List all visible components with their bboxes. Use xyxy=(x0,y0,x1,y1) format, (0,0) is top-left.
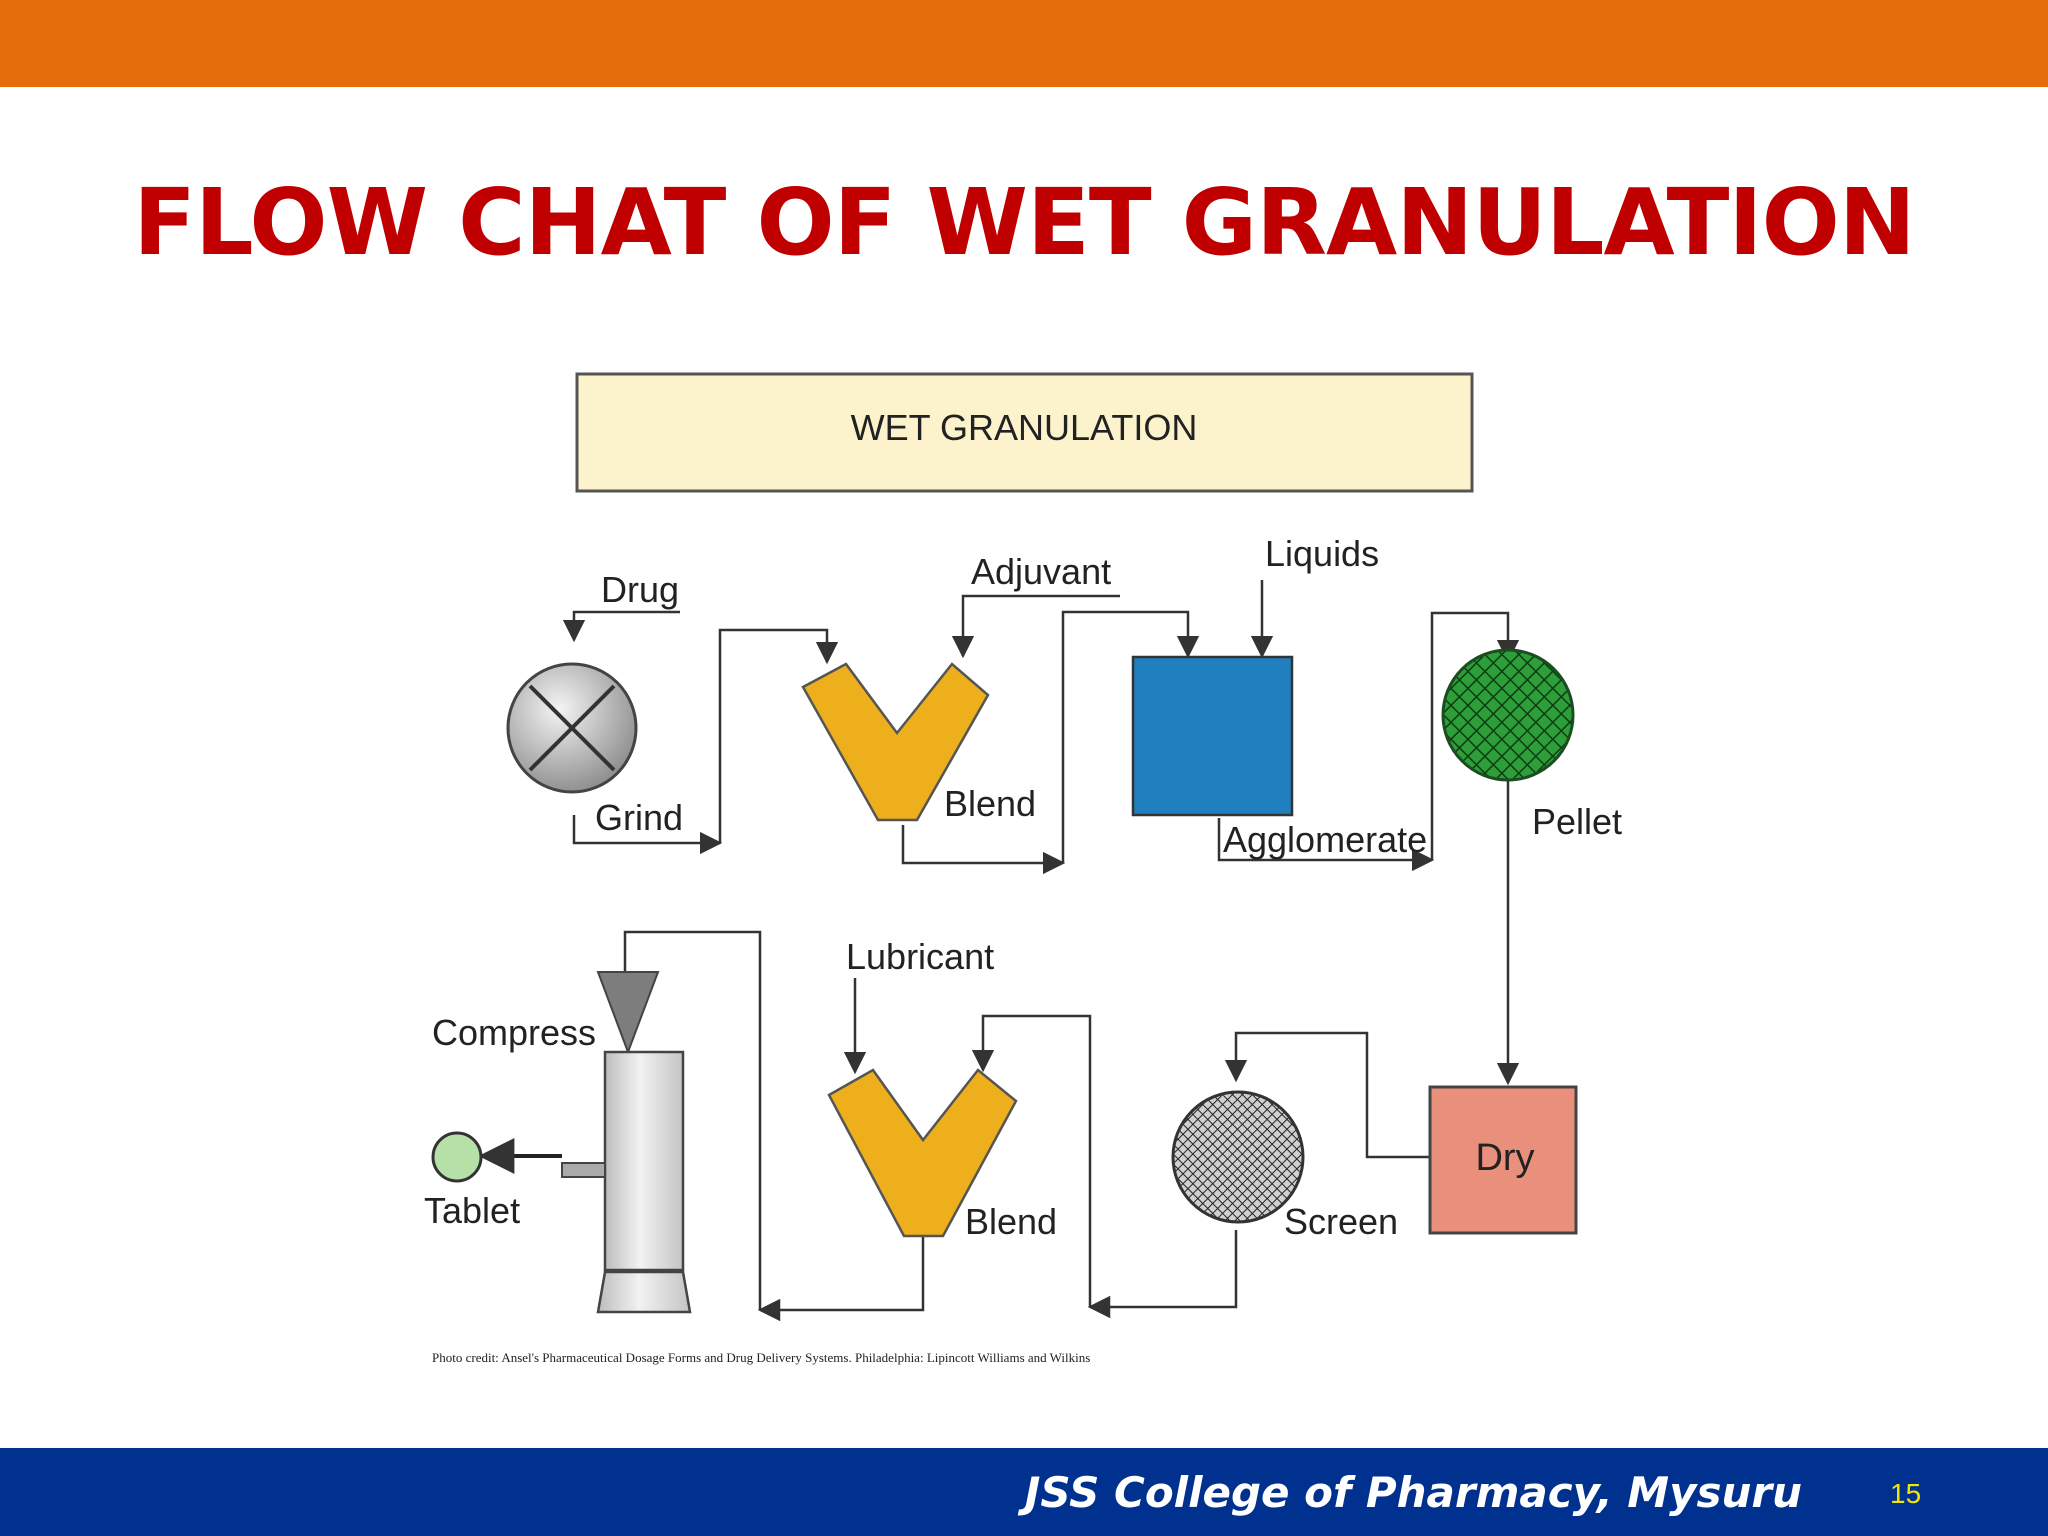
diagram-header: WET GRANULATION xyxy=(851,407,1198,448)
label-dry: Dry xyxy=(1475,1137,1534,1179)
agglomerate-box xyxy=(1131,655,1294,817)
footer-institution: JSS College of Pharmacy, Mysuru xyxy=(1024,1468,1802,1517)
label-grind: Grind xyxy=(595,797,683,838)
label-liquids: Liquids xyxy=(1265,533,1379,574)
tablet-icon xyxy=(431,1131,483,1183)
label-screen: Screen xyxy=(1284,1201,1398,1242)
screen-mesh-icon xyxy=(1171,1090,1305,1224)
label-blend-2: Blend xyxy=(965,1201,1057,1242)
label-pellet: Pellet xyxy=(1532,801,1622,842)
grinder-icon xyxy=(506,662,638,794)
v-blender-icon-1 xyxy=(801,662,990,822)
tablet-press-icon xyxy=(478,971,692,1314)
slide-title: FLOW CHAT OF WET GRANULATION xyxy=(133,169,1916,276)
page-number: 15 xyxy=(1890,1478,1922,1509)
label-adjuvant: Adjuvant xyxy=(971,551,1111,592)
diagram-header-box xyxy=(575,372,1474,493)
dryer-box xyxy=(1428,1085,1578,1235)
v-blender-icon-2 xyxy=(827,1068,1018,1238)
wet-granulation-diagram: WET GRANULATION xyxy=(424,372,1622,1322)
label-drug: Drug xyxy=(601,569,679,610)
pellet-screen-icon xyxy=(1441,648,1575,782)
bottom-footer-bar xyxy=(0,1448,2048,1536)
label-blend-1: Blend xyxy=(944,783,1036,824)
label-lubricant: Lubricant xyxy=(846,936,994,977)
label-tablet: Tablet xyxy=(424,1190,520,1231)
label-compress: Compress xyxy=(432,1012,596,1053)
photo-credit: Photo credit: Ansel's Pharmaceutical Dos… xyxy=(432,1350,1091,1365)
label-agglomerate: Agglomerate xyxy=(1223,819,1427,860)
top-accent-bar xyxy=(0,0,2048,87)
